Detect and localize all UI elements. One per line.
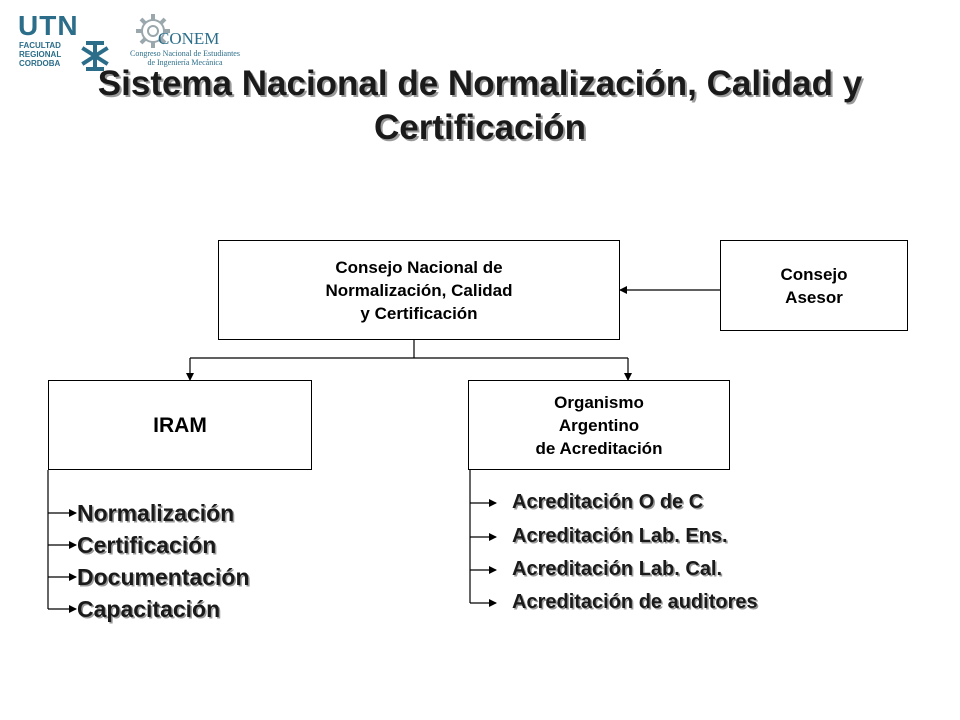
utn-logo-word: UTN (18, 10, 79, 41)
node-iram: IRAM (48, 380, 312, 470)
conem-logo-line: Congreso Nacional de Estudiantes (130, 49, 240, 58)
utn-logo-subtitle: FACULTAD REGIONAL CORDOBA (19, 41, 61, 68)
iram-function-item: Capacitación (77, 596, 221, 622)
gear-icon (136, 14, 170, 48)
conem-logo-word: CONEM (158, 29, 220, 48)
conem-logo: CONEM Congreso Nacional de Estudiantes d… (118, 10, 258, 70)
slide-title: Sistema Nacional de Normalización, Calid… (97, 64, 863, 147)
oaa-function-item: Acreditación de auditores (512, 591, 758, 613)
utn-logo-line: CORDOBA (19, 59, 61, 68)
node-consejo-nacional: Consejo Nacional de Normalización, Calid… (218, 240, 620, 340)
conem-logo-subtitle: Congreso Nacional de Estudiantes de Inge… (120, 49, 250, 67)
iram-function-item: Certificación (77, 532, 217, 558)
oaa-function-item: Acreditación Lab. Ens. (512, 525, 728, 547)
utn-logo-line: FACULTAD (19, 41, 61, 50)
node-organismo-acreditacion: Organismo Argentino de Acreditación (468, 380, 730, 470)
oaa-function-item: Acreditación Lab. Cal. (512, 558, 723, 580)
iram-function-item: Normalización (77, 500, 235, 526)
oaa-function-item: Acreditación O de C (512, 491, 704, 513)
iram-function-item: Documentación (77, 564, 250, 590)
node-consejo-asesor: Consejo Asesor (720, 240, 908, 331)
conem-logo-line: de Ingeniería Mecánica (147, 58, 223, 67)
utn-emblem-icon (81, 41, 109, 71)
utn-logo-line: REGIONAL (19, 50, 62, 59)
utn-logo: UTN FACULTAD REGIONAL CORDOBA (18, 12, 118, 72)
